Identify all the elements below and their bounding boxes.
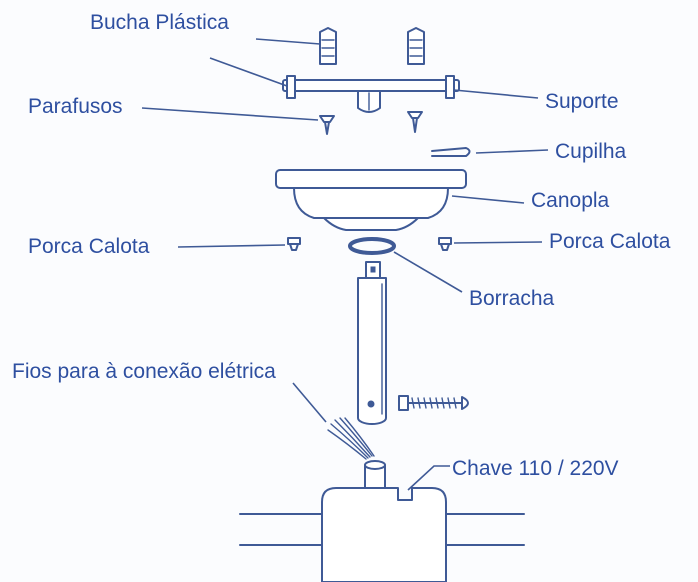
label-borracha: Borracha bbox=[469, 287, 555, 310]
plastic-wall-plug-right bbox=[407, 27, 425, 65]
label-fios-conexao: Fios para à conexão elétrica bbox=[12, 360, 276, 383]
screw-right bbox=[407, 111, 423, 133]
leader-porca-right bbox=[453, 241, 543, 244]
leader-chave bbox=[407, 465, 450, 491]
label-porca-calota-right: Porca Calota bbox=[549, 230, 671, 253]
label-chave-voltagem: Chave 110 / 220V bbox=[452, 457, 619, 480]
rubber-ring bbox=[348, 237, 396, 255]
label-parafusos: Parafusos bbox=[28, 95, 123, 118]
label-bucha-plastica: Bucha Plástica bbox=[90, 11, 229, 34]
cotter-pin bbox=[431, 147, 471, 157]
mounting-bracket bbox=[282, 75, 460, 113]
label-porca-calota-left: Porca Calota bbox=[28, 235, 150, 258]
leader-lines bbox=[141, 38, 549, 491]
electrical-wires bbox=[327, 417, 375, 460]
canopy bbox=[275, 169, 467, 231]
leader-porca-left bbox=[177, 244, 286, 248]
leader-bucha bbox=[255, 38, 321, 45]
leader-borracha bbox=[393, 251, 463, 293]
leader-fios bbox=[292, 382, 327, 423]
leader-canopla bbox=[451, 195, 525, 204]
label-canopla: Canopla bbox=[531, 189, 610, 212]
cap-nut-right bbox=[438, 237, 452, 251]
long-bolt bbox=[398, 395, 469, 411]
leader-cupilha bbox=[475, 149, 549, 154]
leader-suporte bbox=[453, 89, 539, 99]
cap-nut-left bbox=[287, 237, 301, 251]
screw-left bbox=[319, 115, 335, 135]
plastic-wall-plug-left bbox=[319, 27, 337, 65]
leader-parafusos bbox=[141, 107, 319, 121]
leader-bucha-2 bbox=[209, 57, 288, 87]
label-cupilha: Cupilha bbox=[555, 140, 627, 163]
downrod bbox=[357, 261, 387, 425]
label-suporte: Suporte bbox=[545, 90, 619, 113]
motor-housing bbox=[239, 460, 525, 582]
